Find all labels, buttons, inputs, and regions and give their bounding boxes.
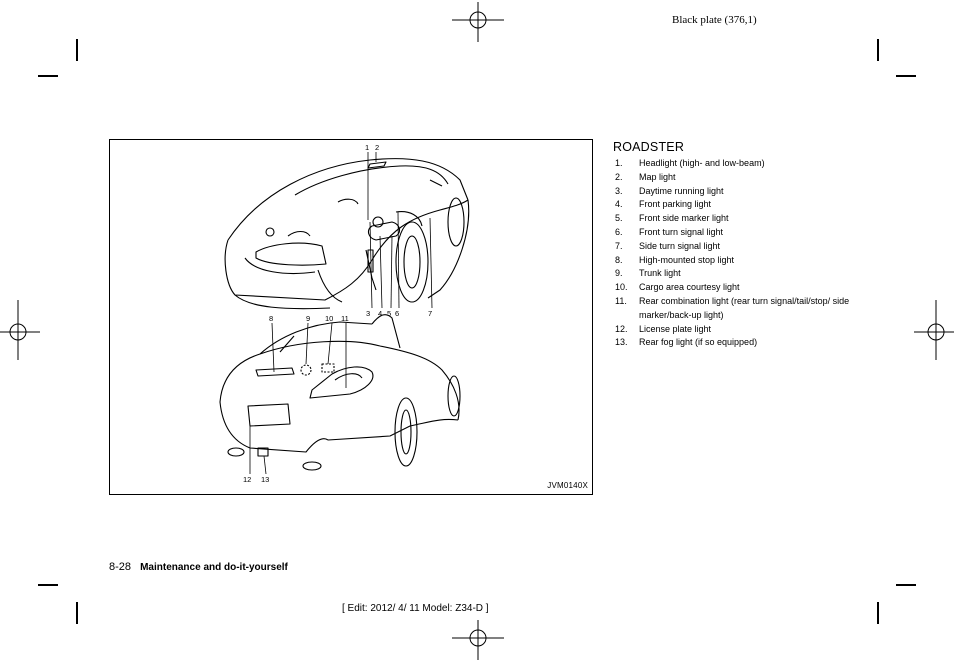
plate-label: Black plate (376,1) bbox=[672, 14, 757, 26]
callout-7: 7 bbox=[428, 309, 432, 318]
crop-mark bbox=[896, 75, 916, 77]
crop-mark bbox=[896, 584, 916, 586]
section-title: ROADSTER bbox=[613, 140, 685, 154]
callout-1: 1 bbox=[365, 143, 369, 152]
callout-5: 5 bbox=[387, 309, 391, 318]
figure-code: JVM0140X bbox=[547, 481, 588, 490]
crop-mark bbox=[76, 602, 78, 624]
crop-mark bbox=[877, 602, 879, 624]
registration-target-icon bbox=[452, 620, 504, 660]
list-item: 13.Rear fog light (if so equipped) bbox=[615, 337, 758, 348]
footer-section-name: Maintenance and do-it-yourself bbox=[140, 562, 288, 573]
crop-mark bbox=[877, 39, 879, 61]
rear-car-drawing bbox=[219, 314, 461, 471]
registration-target-icon bbox=[452, 2, 504, 42]
front-car-drawing bbox=[224, 158, 470, 310]
list-item: 9.Trunk light bbox=[615, 268, 681, 279]
page-number: 8-28 bbox=[109, 561, 132, 573]
list-item: 12.License plate light bbox=[615, 323, 712, 334]
crop-mark bbox=[38, 75, 58, 77]
figure-box: 1 2 3 4 5 6 7 8 9 10 11 12 13 JVM0140X bbox=[109, 139, 593, 495]
callout-12: 12 bbox=[243, 475, 251, 484]
list-item: 6.Front turn signal light bbox=[615, 226, 724, 237]
registration-target-icon bbox=[0, 300, 40, 360]
callout-8: 8 bbox=[269, 314, 273, 323]
callout-leader-lines bbox=[249, 152, 433, 475]
page-footer: 8-28 Maintenance and do-it-yourself bbox=[109, 561, 288, 573]
list-item: 7.Side turn signal light bbox=[615, 240, 721, 251]
list-item: 2.Map light bbox=[615, 171, 676, 182]
callout-2: 2 bbox=[375, 143, 379, 152]
list-item: 3.Daytime running light bbox=[615, 185, 724, 196]
callout-6: 6 bbox=[395, 309, 399, 318]
list-item: 4.Front parking light bbox=[615, 199, 712, 210]
callout-11: 11 bbox=[341, 314, 349, 323]
registration-target-icon bbox=[914, 300, 954, 360]
callout-13: 13 bbox=[261, 475, 269, 484]
list-item: 1.Headlight (high- and low-beam) bbox=[615, 158, 765, 168]
callout-9: 9 bbox=[306, 314, 310, 323]
crop-mark bbox=[76, 39, 78, 61]
car-illustration: 1 2 3 4 5 6 7 8 9 10 11 12 13 bbox=[219, 143, 470, 484]
list-item: 11.Rear combination light (rear turn sig… bbox=[615, 295, 850, 320]
list-item: 10.Cargo area courtesy light bbox=[615, 282, 740, 293]
legend-list: 1.Headlight (high- and low-beam) 2.Map l… bbox=[613, 157, 913, 350]
list-item: 8.High-mounted stop light bbox=[615, 254, 735, 265]
callout-3: 3 bbox=[366, 309, 370, 318]
callout-4: 4 bbox=[378, 309, 382, 318]
callout-10: 10 bbox=[325, 314, 333, 323]
edit-info: [ Edit: 2012/ 4/ 11 Model: Z34-D ] bbox=[342, 603, 489, 614]
crop-mark bbox=[38, 584, 58, 586]
list-item: 5.Front side marker light bbox=[615, 213, 729, 224]
